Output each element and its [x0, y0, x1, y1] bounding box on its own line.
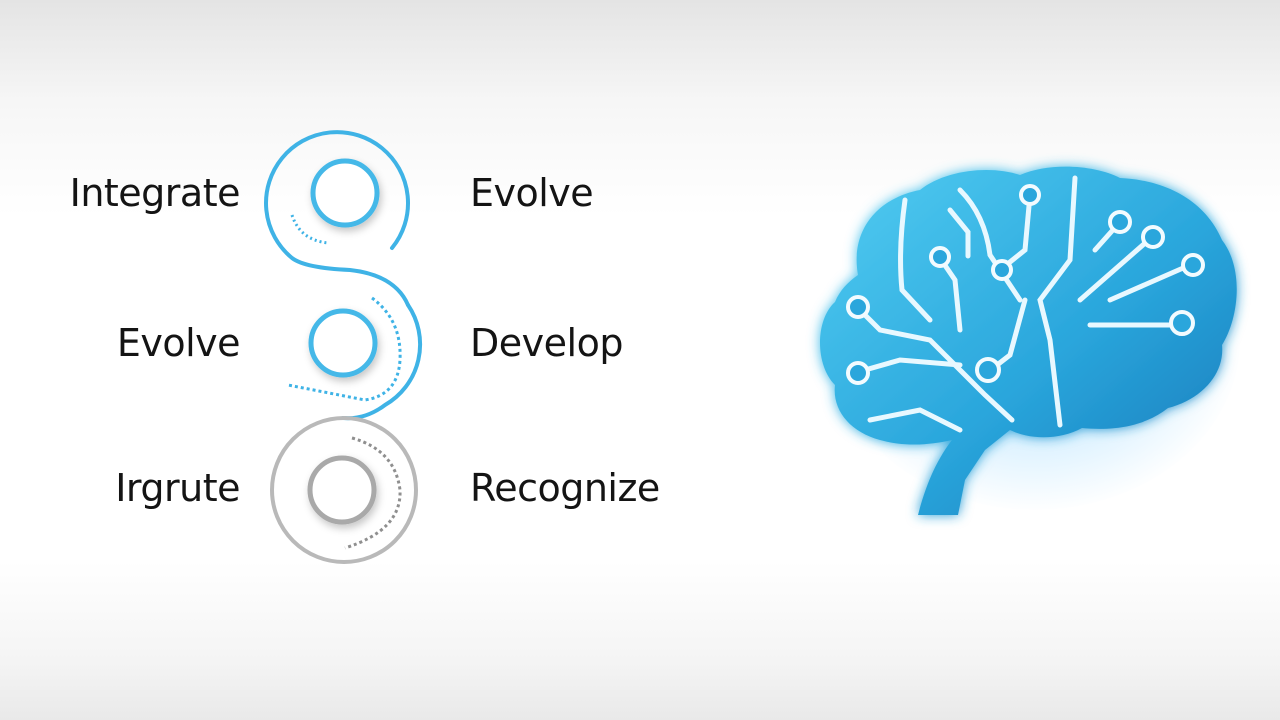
- circle-node-icon: [308, 308, 378, 378]
- right-label-develop: Develop: [470, 321, 623, 365]
- middle-loop-path: [341, 303, 423, 421]
- bottom-microtext-arc: [344, 436, 402, 550]
- left-label-integrate: Integrate: [69, 171, 241, 215]
- left-label-irgrute: Irgrute: [115, 466, 240, 510]
- circle-node-icon: [307, 455, 377, 525]
- right-label-evolve: Evolve: [470, 171, 594, 215]
- circle-node-icon: [310, 158, 380, 228]
- right-label-recognize: Recognize: [470, 466, 660, 510]
- middle-microtext-arc: [287, 296, 402, 402]
- brain-graphic: [820, 166, 1237, 515]
- top-loop-path: [264, 130, 411, 307]
- spiral-cycle: [264, 130, 423, 564]
- circuit-brain-icon: [790, 130, 1260, 550]
- bottom-loop-ring: [270, 416, 418, 564]
- brain-circuit-nodes: [846, 184, 1205, 385]
- left-label-evolve: Evolve: [116, 321, 241, 365]
